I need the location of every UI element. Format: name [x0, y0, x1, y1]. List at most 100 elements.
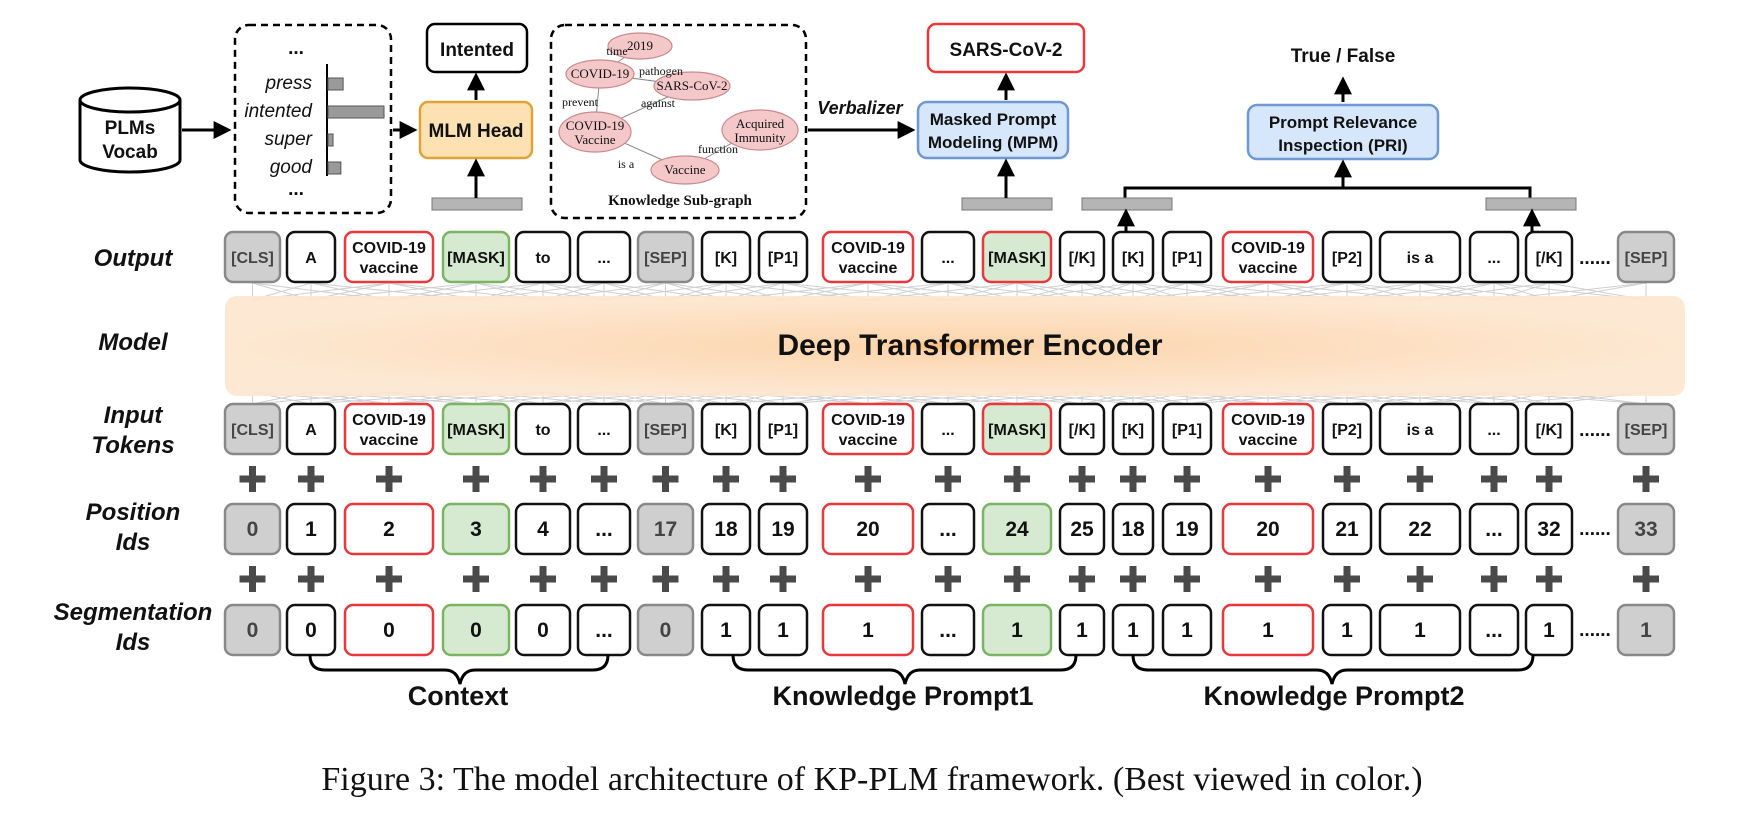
plus-icon [1004, 566, 1030, 592]
position-id-2: 2 [343, 502, 435, 556]
position-id-value: 24 [1005, 518, 1029, 541]
input-token-text: [/K] [1069, 422, 1096, 439]
vocab-word: press [265, 73, 313, 94]
plus-row-position [239, 466, 1659, 492]
output-token-box [1524, 230, 1574, 284]
output-token-text: [MASK] [988, 250, 1046, 267]
segmentation-id-value: 1 [1011, 619, 1023, 642]
position-id-box [1468, 502, 1520, 556]
segmentation-id-7: 1 [700, 603, 752, 657]
output-token-0: [CLS] [223, 230, 282, 284]
input-token-box [700, 402, 752, 456]
input-token-1: A [285, 402, 337, 456]
segmentation-id-12: 1 [1058, 603, 1106, 657]
vocab-word: good [270, 157, 314, 178]
segmentation-id-box [576, 603, 632, 657]
segmentation-id-3: 0 [441, 603, 511, 657]
segmentation-id-box [1221, 603, 1315, 657]
row-label-segmentation-2: Ids [116, 629, 151, 656]
position-id-box [514, 502, 572, 556]
plms-vocab-cylinder: PLMs Vocab [78, 86, 182, 174]
output-token-box [981, 230, 1053, 284]
ellipsis-output: ...... [1579, 248, 1611, 269]
input-token-box [981, 402, 1053, 456]
output-token-box [514, 230, 572, 284]
plus-icon [1481, 466, 1507, 492]
plus-icon [1174, 566, 1200, 592]
plus-icon [591, 566, 617, 592]
plus-row-segmentation [239, 566, 1659, 592]
output-token-box [441, 230, 511, 284]
output-token-box [1161, 230, 1213, 284]
output-token-box [636, 230, 695, 284]
group-label-prompt1: Knowledge Prompt1 [772, 681, 1033, 711]
group-label-prompt2: Knowledge Prompt2 [1203, 681, 1464, 711]
position-id-value: 4 [537, 518, 549, 541]
input-token-box [1058, 402, 1106, 456]
position-id-20: 33 [1616, 502, 1676, 556]
vocab-prob-bar [327, 77, 344, 91]
vocab-prob-bar [327, 161, 342, 175]
mpm-pool-bar [961, 197, 1053, 211]
plus-icon [1334, 466, 1360, 492]
input-token-text: vaccine [839, 432, 898, 449]
kg-nodes: 2019COVID-19SARS-CoV-2COVID-19VaccineAcq… [558, 32, 799, 185]
input-token-text: [K] [715, 422, 737, 439]
plus-icon [298, 566, 324, 592]
kg-node: COVID-19 [565, 59, 635, 89]
segmentation-id-box [757, 603, 809, 657]
position-id-box [1524, 502, 1574, 556]
position-id-value: ... [595, 518, 613, 541]
output-token-text: ... [941, 250, 954, 267]
input-token-box [1221, 402, 1315, 456]
plus-icon [713, 466, 739, 492]
input-token-text: [P1] [768, 422, 798, 439]
segmentation-id-value: 1 [1076, 619, 1088, 642]
segmentation-id-box [441, 603, 511, 657]
row-label-input-1: Input [104, 402, 164, 429]
input-token-3: [MASK] [441, 402, 511, 456]
input-token-12: [/K] [1058, 402, 1106, 456]
output-token-12: [/K] [1058, 230, 1106, 284]
segmentation-id-box [1321, 603, 1373, 657]
output-token-text: vaccine [360, 260, 419, 277]
position-id-box [920, 502, 976, 556]
segmentation-id-15: 1 [1221, 603, 1315, 657]
transformer-encoder: Deep Transformer Encoder [225, 296, 1685, 396]
input-token-text: COVID-19 [352, 412, 426, 429]
plus-icon [1536, 566, 1562, 592]
output-token-box [343, 230, 435, 284]
output-token-13: [K] [1111, 230, 1155, 284]
row-label-model: Model [98, 329, 169, 356]
position-id-11: 24 [981, 502, 1053, 556]
segmentation-id-6: 0 [636, 603, 695, 657]
output-token-text: [K] [1122, 250, 1144, 267]
ellipsis-position: ...... [1579, 519, 1611, 540]
plus-icon [1536, 466, 1562, 492]
row-label-position-1: Position [86, 499, 181, 526]
output-token-text: [P1] [768, 250, 798, 267]
input-token-4: to [514, 402, 572, 456]
segmentation-id-13: 1 [1111, 603, 1155, 657]
segmentation-id-box [1468, 603, 1520, 657]
group-braces [308, 654, 1535, 685]
output-token-text: vaccine [839, 260, 898, 277]
input-token-2: COVID-19 vaccine [343, 402, 435, 456]
plus-icon [1633, 466, 1659, 492]
segmentation-id-value: 0 [537, 619, 549, 642]
prompt2-brace [1131, 654, 1535, 685]
position-id-value: ... [939, 518, 957, 541]
input-token-text: vaccine [360, 432, 419, 449]
input-token-19: [/K] [1524, 402, 1574, 456]
segmentation-id-box [700, 603, 752, 657]
prompt1-brace [731, 654, 1078, 685]
plus-icon [935, 466, 961, 492]
output-token-5: ... [576, 230, 632, 284]
kg-edge-is-a: is a [618, 157, 635, 171]
segmentation-id-1: 0 [285, 603, 337, 657]
position-id-16: 21 [1321, 502, 1373, 556]
input-token-16: [P2] [1321, 402, 1373, 456]
segmentation-id-14: 1 [1161, 603, 1213, 657]
output-token-14: [P1] [1161, 230, 1213, 284]
